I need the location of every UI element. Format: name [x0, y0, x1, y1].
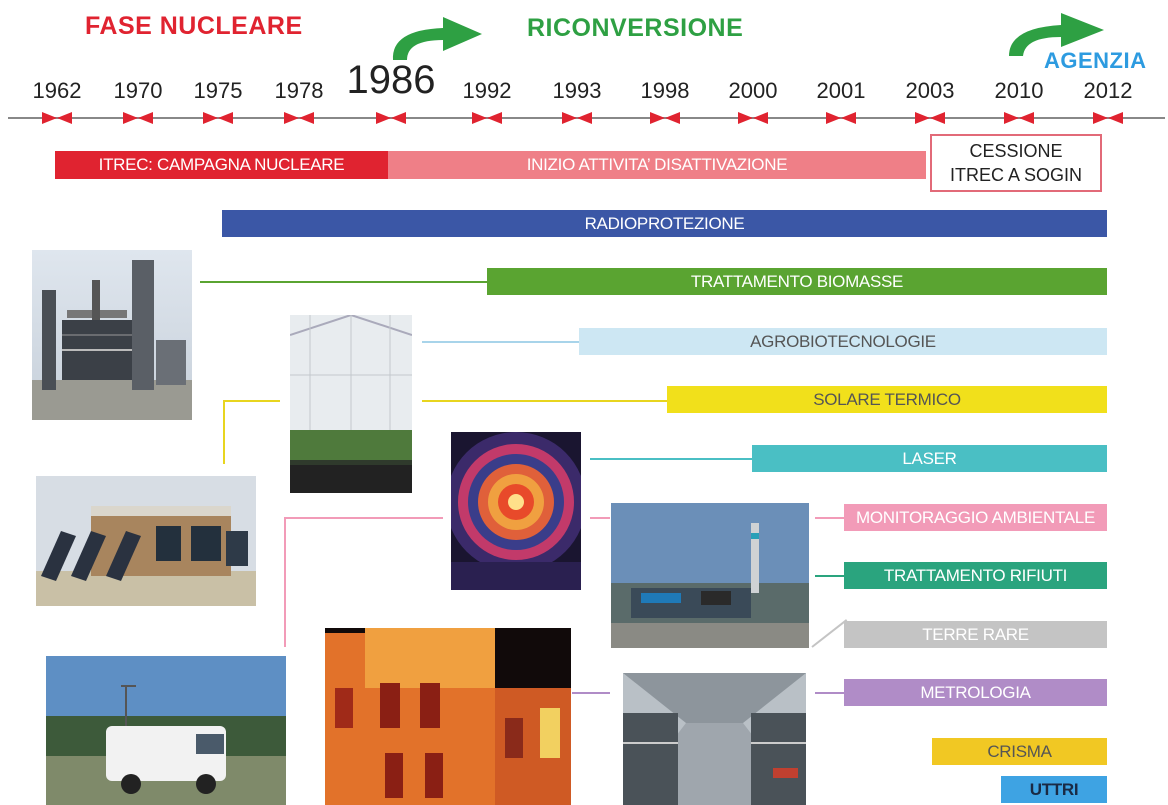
- year-label: 1978: [274, 78, 324, 103]
- year-label: 2001: [816, 78, 866, 103]
- tick-marker-icon: [472, 112, 502, 124]
- photo-monitoring-van: [46, 656, 286, 805]
- connector-solare-down: [223, 400, 225, 464]
- connector-terre-rare: [811, 619, 848, 648]
- bar-itrec-nuclear: ITREC: CAMPAGNA NUCLEARE: [55, 151, 388, 179]
- tick-marker-icon: [1004, 112, 1034, 124]
- bar-trattamento-biomasse: TRATTAMENTO BIOMASSE: [487, 268, 1107, 295]
- connector-laser: [590, 458, 752, 460]
- bar-uttri: UTTRI: [1001, 776, 1107, 803]
- year-label: 2003: [905, 78, 955, 103]
- year-label: 2010: [994, 78, 1044, 103]
- tick-marker-icon: [1093, 112, 1123, 124]
- phase-reconversion-title: RICONVERSIONE: [527, 14, 744, 42]
- bar-metrologia: METROLOGIA: [844, 679, 1107, 706]
- bar-decommissioning: INIZIO ATTIVITA’ DISATTIVAZIONE: [388, 151, 926, 179]
- photo-biomass-plant: [32, 250, 192, 420]
- bar-laser: LASER: [752, 445, 1107, 472]
- box-cession-itrec: CESSIONE ITREC A SOGIN: [930, 134, 1102, 192]
- year-label: 1970: [113, 78, 163, 103]
- bar-agrobiotecnologie: AGROBIOTECNOLOGIE: [579, 328, 1107, 355]
- bar-terre-rare: TERRE RARE: [844, 621, 1107, 648]
- connector-agrobiotecnologie: [422, 341, 579, 343]
- photo-solar-panels: [36, 476, 256, 606]
- connector-solare-left: [223, 400, 280, 402]
- connector-monitoraggio-mid: [590, 517, 610, 519]
- year-label: 1993: [552, 78, 602, 103]
- connector-monitoraggio-top: [285, 517, 443, 519]
- year-label: 1975: [193, 78, 243, 103]
- tick-marker-icon: [376, 112, 406, 124]
- tick-marker-icon: [650, 112, 680, 124]
- bar-trattamento-rifiuti: TRATTAMENTO RIFIUTI: [844, 562, 1107, 589]
- photo-metrology-lab: [623, 673, 806, 805]
- year-label: 1998: [640, 78, 690, 103]
- year-label: 2012: [1083, 78, 1133, 103]
- year-label: 1992: [462, 78, 512, 103]
- tick-marker-icon: [203, 112, 233, 124]
- phase-nuclear-title: FASE NUCLEARE: [85, 12, 303, 40]
- year-label: 1986: [346, 58, 436, 102]
- photo-greenhouse: [290, 315, 412, 493]
- year-label: 2000: [728, 78, 778, 103]
- connector-solare: [422, 400, 667, 402]
- tick-marker-icon: [738, 112, 768, 124]
- bar-solare-termico: SOLARE TERMICO: [667, 386, 1107, 413]
- reconversion-arrow-icon: [392, 17, 482, 60]
- tick-marker-icon: [562, 112, 592, 124]
- tick-marker-icon: [915, 112, 945, 124]
- photo-thermal-building: [325, 628, 571, 805]
- tick-marker-icon: [123, 112, 153, 124]
- tick-marker-icon: [826, 112, 856, 124]
- photo-laser-pattern: [451, 432, 581, 590]
- connector-monitoraggio-right: [815, 517, 844, 519]
- year-label: 1962: [32, 78, 82, 103]
- agency-arrow-icon: [1009, 13, 1104, 56]
- connector-biomasse: [200, 281, 487, 283]
- bar-crisma: CRISMA: [932, 738, 1107, 765]
- connector-rifiuti: [815, 575, 844, 577]
- bar-monitoraggio-ambientale: MONITORAGGIO AMBIENTALE: [844, 504, 1107, 531]
- connector-metrologia-left: [572, 692, 610, 694]
- tick-marker-icon: [42, 112, 72, 124]
- connector-monitoraggio-vertical: [284, 517, 286, 647]
- connector-metrologia: [815, 692, 844, 694]
- bar-radioprotezione: RADIOPROTEZIONE: [222, 210, 1107, 237]
- tick-marker-icon: [284, 112, 314, 124]
- photo-waste-plant: [611, 503, 809, 648]
- phase-agency-title: AGENZIA: [1044, 48, 1147, 73]
